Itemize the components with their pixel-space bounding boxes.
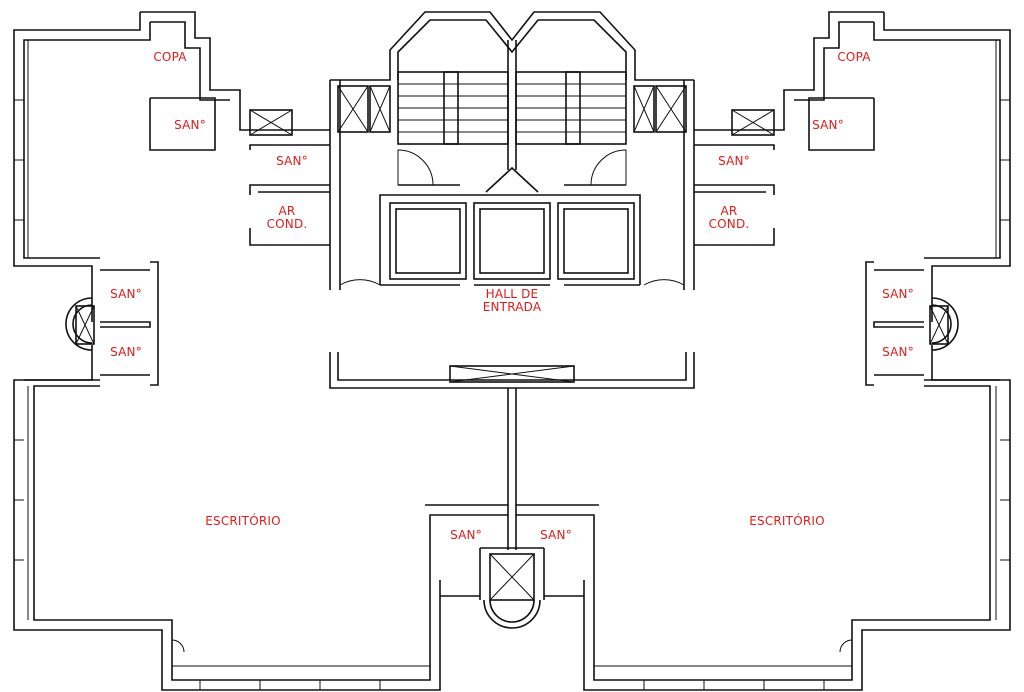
left-side-toilets: [65, 261, 159, 386]
room-label-hall-de-entrada: HALL DE ENTRADA: [472, 288, 552, 314]
room-label-ar-cond-left: AR COND.: [262, 205, 312, 231]
building-core: [329, 11, 695, 290]
hall-line1: HALL DE: [485, 287, 539, 301]
central-partition: [329, 352, 695, 505]
room-label-san-bottom-left: SAN°: [450, 528, 482, 542]
hall-line2: ENTRADA: [482, 300, 542, 314]
room-label-san-top-right-outer: SAN°: [812, 118, 844, 132]
right-wing-walls: [583, 11, 1011, 691]
room-label-copa-left: COPA: [153, 50, 187, 64]
room-label-san-side-left-lower: SAN°: [110, 345, 142, 359]
room-label-copa-right: COPA: [837, 50, 871, 64]
room-label-san-side-right-lower: SAN°: [882, 345, 914, 359]
right-side-toilets: [865, 261, 959, 386]
room-label-san-side-right-upper: SAN°: [882, 287, 914, 301]
room-label-escritorio-right: ESCRITÓRIO: [749, 514, 825, 528]
bottom-toilets: [425, 504, 599, 629]
top-right-service-rooms: [694, 97, 875, 246]
room-label-san-top-left-outer: SAN°: [174, 118, 206, 132]
room-label-ar-cond-right: AR COND.: [704, 205, 754, 231]
room-label-san-side-left-upper: SAN°: [110, 287, 142, 301]
top-left-service-rooms: [149, 97, 330, 246]
room-label-san-core-left: SAN°: [276, 154, 308, 168]
room-label-san-bottom-right: SAN°: [540, 528, 572, 542]
ar-cond-right-line2: COND.: [708, 217, 750, 231]
ar-cond-left-line2: COND.: [266, 217, 308, 231]
ar-cond-left-line1: AR: [278, 204, 296, 218]
left-wing-walls: [13, 11, 441, 691]
room-label-san-core-right: SAN°: [718, 154, 750, 168]
ar-cond-right-line1: AR: [720, 204, 738, 218]
room-label-escritorio-left: ESCRITÓRIO: [205, 514, 281, 528]
